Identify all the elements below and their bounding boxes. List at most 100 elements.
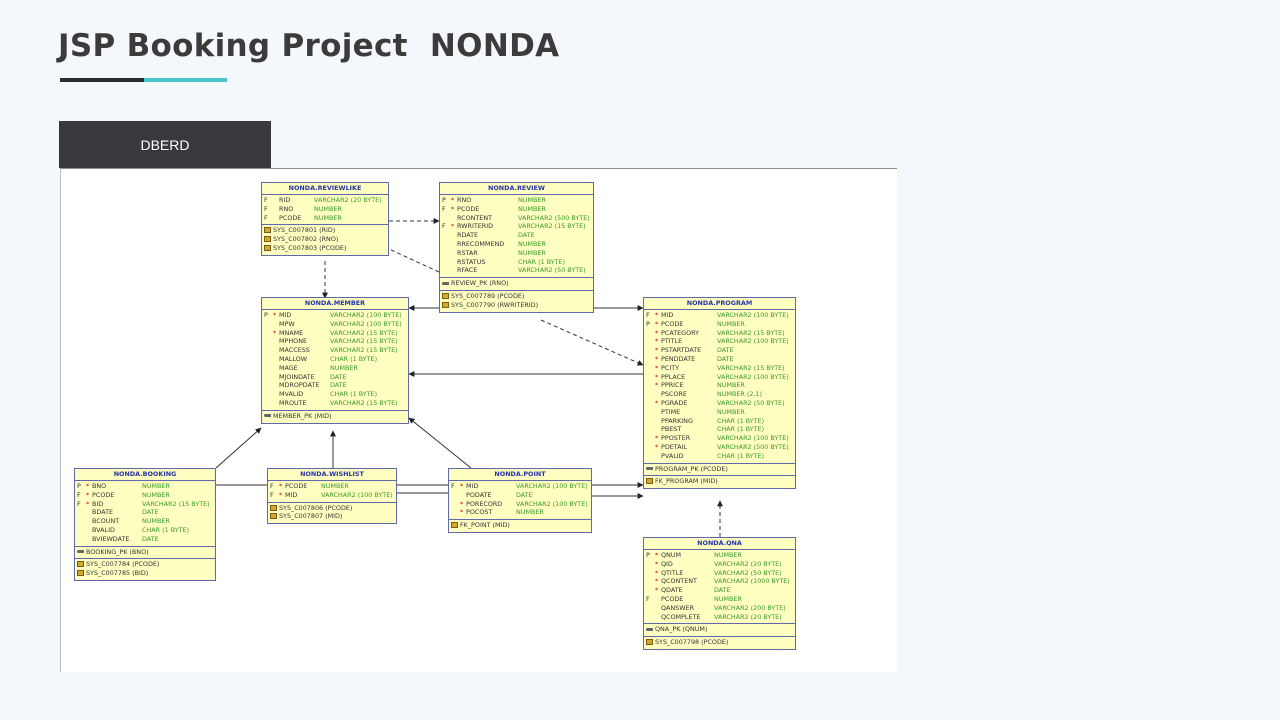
mandatory-flag: * (655, 551, 659, 559)
key-flag (449, 491, 460, 500)
column-name: RSTATUS (457, 257, 486, 266)
fk-index: SYS_C007803 (PCODE) (264, 244, 388, 253)
key-flag: F (270, 490, 274, 499)
column-type: VARCHAR2 (15 BYTE) (330, 337, 398, 346)
fk-index: SYS_C007807 (MID) (270, 512, 396, 521)
column-name: BNO (92, 482, 107, 490)
rel-review-program-dashed (540, 319, 644, 366)
key-flag (644, 443, 655, 452)
fk-name: SYS_C007801 (RID) (273, 226, 336, 235)
column-row: PBEST CHAR (1 BYTE) (644, 425, 795, 434)
column-type: CHAR (1 BYTE) (717, 425, 765, 434)
foreign-key-icon (442, 301, 449, 308)
column-type: VARCHAR2 (500 BYTE) (717, 442, 789, 451)
key-icon (646, 627, 653, 631)
key-flag (644, 399, 655, 408)
column-name: MJOINDATE (279, 372, 315, 381)
column-type: NUMBER (142, 490, 170, 499)
column-name: PSTARTDATE (661, 346, 702, 355)
foreign-key-icon (77, 561, 84, 568)
foreign-key-list: SYS_C007798 (PCODE) (644, 637, 795, 649)
fk-name: SYS_C007790 (RWRITERID) (451, 300, 539, 309)
column-type: NUMBER (518, 204, 546, 213)
foreign-key-icon (270, 504, 277, 511)
column-type: DATE (142, 534, 159, 543)
column-name: MDROPDATE (279, 381, 320, 390)
key-flag (644, 417, 655, 426)
key-flag (262, 399, 273, 408)
mandatory-flag: * (86, 482, 90, 490)
tab-dberd[interactable]: DBERD (59, 121, 271, 168)
pk-name: PROGRAM_PK (PCODE) (655, 464, 728, 473)
page-title: JSP Booking Project NONDA (58, 28, 560, 64)
key-flag: F (451, 482, 455, 490)
column-name: MID (279, 311, 292, 319)
fk-index: SYS_C007802 (RNO) (264, 235, 388, 244)
column-type: NUMBER (314, 213, 342, 222)
table-header: NONDA.BOOKING (75, 469, 215, 481)
column-name: PCODE (92, 490, 115, 499)
key-flag (449, 508, 460, 517)
key-flag (262, 320, 273, 329)
rel-booking-member (215, 427, 262, 469)
column-name: BDATE (92, 508, 114, 517)
column-type: VARCHAR2 (500 BYTE) (518, 213, 590, 222)
column-name: QID (661, 559, 673, 568)
pk-index: BOOKING_PK (BNO) (77, 548, 215, 557)
fk-index: SYS_C007784 (PCODE) (77, 560, 215, 569)
mandatory-flag: * (655, 568, 659, 577)
key-flag: F (77, 499, 81, 508)
key-flag (644, 425, 655, 434)
column-name: PSCORE (661, 390, 687, 399)
column-name: QTITLE (661, 568, 684, 577)
key-flag (644, 408, 655, 417)
mandatory-flag: * (273, 328, 277, 337)
key-icon (646, 467, 653, 471)
mandatory-flag: * (655, 354, 659, 363)
column-type: VARCHAR2 (100 BYTE) (717, 434, 789, 443)
column-type: NUMBER (518, 239, 546, 248)
foreign-key-icon (451, 522, 458, 529)
key-flag (644, 434, 655, 443)
column-name: PENDDATE (661, 354, 696, 363)
key-flag: F (264, 204, 268, 213)
column-name: MNAME (279, 328, 304, 337)
column-type: CHAR (1 BYTE) (330, 354, 378, 363)
key-flag (440, 214, 451, 223)
column-type: NUMBER (717, 319, 745, 328)
key-flag (644, 364, 655, 373)
column-type: VARCHAR2 (20 BYTE) (314, 196, 382, 204)
column-type: VARCHAR2 (200 BYTE) (714, 603, 786, 612)
column-type: CHAR (1 BYTE) (717, 451, 765, 460)
column-name: RFACE (457, 266, 478, 275)
foreign-key-icon (264, 244, 271, 251)
column-name: PDETAIL (661, 442, 688, 451)
column-type: VARCHAR2 (50 BYTE) (518, 266, 586, 275)
foreign-key-list: FK_PROGRAM (MID) (644, 476, 795, 488)
mandatory-flag: * (460, 508, 464, 517)
column-name: PBEST (661, 425, 682, 434)
mandatory-flag: * (655, 398, 659, 407)
mandatory-flag: * (655, 586, 659, 595)
column-name: RWRITERID (457, 222, 494, 231)
key-flag (449, 500, 460, 509)
column-type: VARCHAR2 (20 BYTE) (714, 612, 782, 621)
